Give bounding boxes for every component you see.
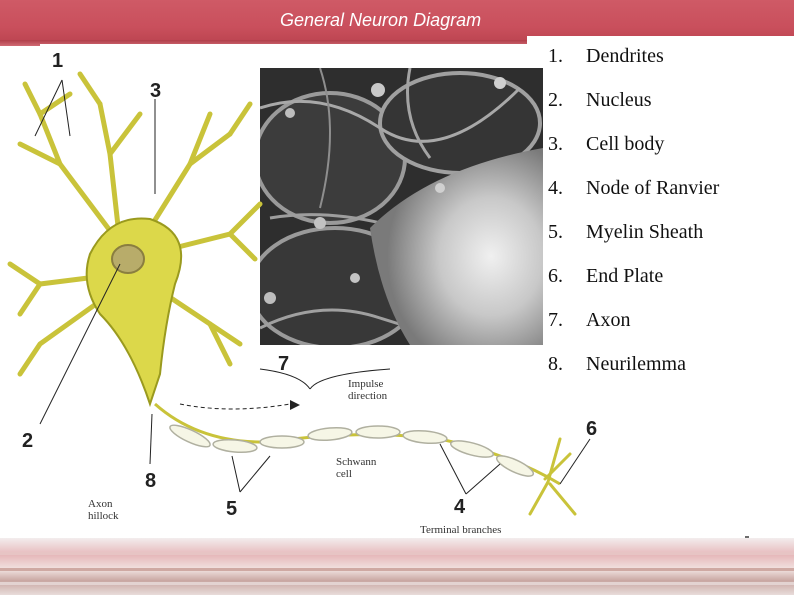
legend-item: 7.Axon [548,309,631,331]
band-stripe [0,582,794,585]
band-stripe [0,552,794,555]
micrograph-blob [285,108,295,118]
pointer-lines [34,79,591,495]
legend-item: 8.Neurilemma [548,353,686,375]
micrograph-blob [314,217,326,229]
diagram-number-6: 6 [586,418,598,440]
title-bar-shadow [0,40,794,46]
diagram-number-8: 8 [145,470,157,492]
micrograph-fiber [260,86,522,143]
band-stripe [0,568,794,571]
legend-item: 2.Nucleus [548,89,652,111]
micrograph-blob [350,273,360,283]
micrograph-fiber [406,68,432,159]
legend-item: 5.Myelin Sheath [548,221,704,243]
micrograph-fiber [319,68,331,209]
slide-title: General Neuron Diagram [280,10,482,30]
diagram-number-2: 2 [22,430,34,452]
terminal-branches-label: Terminal branches [420,524,502,536]
legend-item: 6.End Plate [548,265,664,287]
legend-item: 4.Node of Ranvier [548,177,720,199]
nucleus [111,244,145,274]
micrograph-blob [371,83,385,97]
bottom-decorative-band [0,538,794,595]
diagram-number-5: 5 [226,498,238,520]
legend-list: 1.Dendrites 2.Nucleus 3.Cell body 4.Node… [548,42,788,394]
diagram-number-4: 4 [454,496,466,518]
diagram-number-7: 7 [278,353,290,375]
diagram-number-1: 1 [52,50,64,72]
micrograph-cell-body [370,148,543,345]
schwann-cell-label: Schwann cell [336,456,377,480]
title-bar: General Neuron Diagram [0,0,794,46]
impulse-direction-label: Impulse direction [348,378,388,402]
legend-item: 1.Dendrites [548,45,664,67]
legend-panel [527,36,794,536]
neuron-micrograph [260,68,543,345]
impulse-arrow-head [290,400,300,410]
micrograph-blob [264,292,276,304]
micrograph-blob [435,183,445,193]
legend-item: 3.Cell body [548,133,665,155]
axon-hillock-label: Axon hillock [88,498,119,522]
myelin-sheath [169,424,535,477]
micrograph-blob [494,77,506,89]
diagram-number-3: 3 [150,80,162,102]
cell-body [85,217,183,408]
terminal-branches [528,437,577,516]
neuron-diagram [7,71,591,516]
